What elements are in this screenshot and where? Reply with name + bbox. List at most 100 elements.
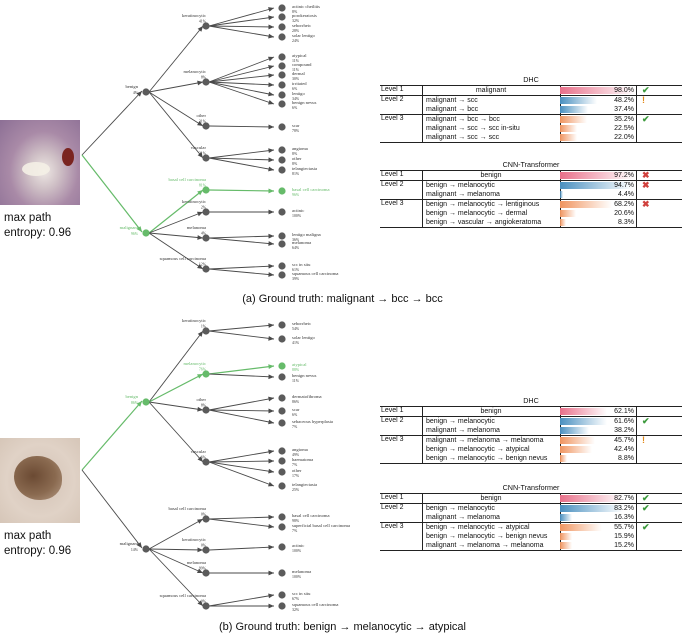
node-pct-l2: 76% [199, 368, 207, 372]
prob-bar [560, 116, 587, 123]
lesion-red-spot [62, 148, 74, 166]
node-label-l3: actinic [292, 208, 304, 213]
tree-node-l2 [202, 208, 210, 216]
prob-value: 61.6% [614, 418, 634, 425]
tree-node-l2 [202, 154, 210, 162]
prob-value: 45.7% [614, 437, 634, 444]
node-pct-l2: 41% [199, 20, 207, 24]
node-pct-l1: 86% [131, 401, 139, 405]
column-divider [422, 407, 423, 416]
edge-l2-0-1-head [197, 80, 203, 86]
edge-l2-0-6 [148, 232, 204, 239]
node-pct-l3: 8% [292, 10, 298, 14]
tree-node-l3 [278, 232, 286, 240]
node-pct-l2: 31% [199, 120, 207, 124]
edge-root-1-1 [81, 469, 143, 549]
path-text: benign → vascular → angiokeratoma [426, 219, 542, 226]
prob-value: 16.3% [614, 514, 634, 521]
node-label-l3: other [292, 468, 302, 473]
column-divider [560, 181, 561, 199]
edge-l3-0-17-head [268, 241, 274, 246]
prob-value: 62.1% [614, 408, 634, 415]
edge-l3-1-3-head [268, 374, 274, 380]
node-pct-l3: 17% [292, 474, 300, 478]
path-text: benign → melanocytic → lentiginous [426, 201, 540, 208]
node-label-l3: melanoma [292, 569, 311, 574]
tree-node-l3 [278, 208, 286, 216]
tree-node-l3 [278, 362, 286, 370]
node-label-l1: malignant [120, 541, 139, 546]
edge-l3-0-2-head [268, 24, 274, 30]
prob-cell: 16.3% [560, 513, 636, 522]
edge-l3-1-7 [208, 450, 275, 463]
check-icon: ✔ [642, 416, 650, 426]
node-pct-l2: 6% [201, 456, 207, 460]
edge-l2-0-4-head [197, 190, 203, 196]
node-label-l3: scc in situ [292, 262, 311, 267]
tree-node-l1 [142, 398, 150, 406]
tree-node-l3 [278, 23, 286, 31]
node-label-l2: keratinocytic [182, 537, 206, 542]
node-label-l3: actinic [292, 543, 304, 548]
tree-node-l3 [278, 447, 286, 455]
node-pct-l3: 67% [292, 597, 300, 601]
node-label-l2: melanocytic [184, 361, 206, 366]
prob-bar [560, 87, 635, 94]
prob-bar [560, 182, 632, 189]
edge-l3-1-13-head [268, 544, 274, 550]
prob-cell: 20.6% [560, 209, 636, 218]
tree-node-l2 [202, 546, 210, 554]
path-text: benign → melanocytic [426, 418, 495, 425]
prob-bar [560, 97, 597, 104]
level-label: Level 1 [381, 494, 404, 501]
edge-l2-1-5-head [197, 547, 203, 553]
prob-bar [560, 125, 578, 132]
edge-l2-1-4-head [197, 519, 203, 524]
prob-bar [560, 210, 576, 217]
path-text: malignant → melanoma [426, 191, 500, 198]
tree-node-l2 [202, 327, 210, 335]
check-icon: ✔ [642, 493, 650, 503]
tree-node-l3 [278, 91, 286, 99]
node-label-l2: melanoma [187, 225, 206, 230]
tree-node-l3 [278, 569, 286, 577]
path-text: malignant [475, 87, 507, 94]
path-text: malignant → bcc [426, 106, 479, 113]
edge-l2-0-7-head [197, 263, 203, 269]
column-divider [422, 96, 423, 114]
tree-node-l3 [278, 271, 286, 279]
edge-l3-0-5 [208, 65, 275, 83]
edge-l2-0-2 [148, 91, 204, 127]
edge-l2-1-0 [148, 330, 204, 403]
check-icon: ✔ [642, 114, 650, 124]
edge-l3-0-12 [208, 157, 275, 161]
path-text: benign → melanocytic [426, 182, 495, 189]
edge-l3-0-19 [208, 268, 275, 276]
cross-icon: ✖ [642, 170, 650, 180]
check-icon: ✔ [642, 522, 650, 532]
edge-l3-1-10 [208, 461, 275, 487]
edge-root-0-0 [81, 90, 143, 156]
node-pct-l3: 39% [292, 277, 300, 281]
path-text: benign → melanocytic → atypical [426, 524, 530, 531]
node-label-l3: solar lentigo [292, 33, 316, 38]
level-label: Level 1 [381, 407, 404, 414]
node-label-l3: seborrheic [292, 23, 311, 28]
table-title: DHC [523, 75, 539, 84]
prob-cell: 42.4% [560, 445, 636, 454]
node-label-l3: haematoma [292, 457, 313, 462]
edge-l3-0-1 [208, 16, 275, 27]
node-pct-l3: 88% [292, 368, 300, 372]
node-pct-l3: 6% [292, 106, 298, 110]
tree-node-l2 [202, 78, 210, 86]
